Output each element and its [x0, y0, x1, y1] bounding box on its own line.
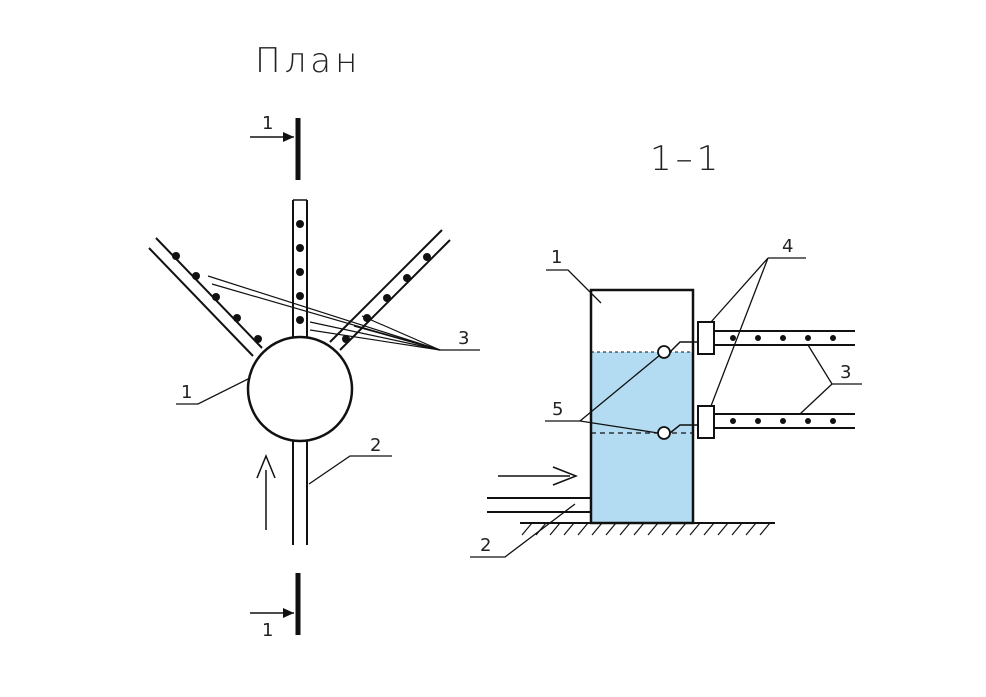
plan-tank [246, 335, 354, 443]
plan-pipe-vertical [292, 199, 308, 340]
plan-pipe-left [148, 237, 263, 357]
section-callout-floats: 5 [545, 354, 661, 434]
plan-callout-perforated-label: 3 [458, 328, 469, 349]
section-callout-valves: 4 [710, 236, 806, 407]
plan-pipe-right [329, 229, 451, 351]
section-marker-top: 1 [250, 113, 301, 180]
section-callout-inlet: 2 [470, 503, 576, 558]
plan-callout-inlet-label: 2 [370, 435, 381, 456]
section-title: 1–1 [650, 139, 722, 179]
section-tank [589, 288, 695, 525]
section-callout-tank-label: 1 [551, 247, 562, 268]
section-flow-arrow [498, 466, 579, 486]
plan-flow-arrow [256, 454, 276, 530]
section-callout-tank: 1 [546, 247, 602, 304]
section-callout-floats-label: 5 [552, 399, 563, 420]
lower-valve [697, 405, 715, 439]
plan-callout-tank: 1 [176, 377, 251, 405]
section-marker-bottom: 1 [250, 573, 301, 641]
lower-float [657, 426, 671, 440]
section-upper-outlet [657, 321, 855, 359]
section-callout-perforated: 3 [799, 344, 862, 415]
section-callout-perforated-label: 3 [840, 362, 851, 383]
plan-title: План [255, 41, 361, 81]
plan-inlet-pipe [292, 441, 308, 545]
section-marker-top-label: 1 [262, 113, 273, 134]
section-callout-inlet-label: 2 [480, 535, 491, 556]
plan-callout-inlet: 2 [308, 435, 392, 485]
section-marker-bottom-label: 1 [262, 620, 273, 641]
section-water [591, 352, 693, 523]
upper-valve [697, 321, 715, 355]
section-ground [520, 522, 775, 536]
plan-callout-perforated: 3 [207, 275, 480, 351]
section-inlet-pipe [487, 497, 591, 513]
section-lower-outlet [657, 405, 855, 440]
plan-callout-tank-label: 1 [181, 382, 192, 403]
upper-float [657, 345, 671, 359]
section-callout-valves-label: 4 [782, 236, 793, 257]
